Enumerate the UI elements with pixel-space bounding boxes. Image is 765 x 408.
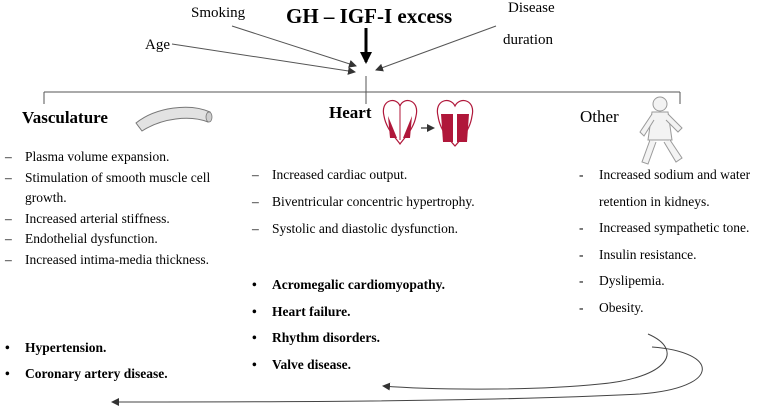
list-marker: –: [5, 169, 12, 185]
factor-disease-duration-line2: duration: [503, 32, 553, 48]
heart-outcomes-list: • Acromegalic cardiomyopathy. • Heart failu…: [250, 278, 445, 384]
list-item-text: retention in kidneys.: [599, 193, 710, 209]
list-item: growth.: [3, 191, 210, 212]
list-item-text: Endothelial dysfunction.: [25, 231, 158, 246]
list-item-text: Systolic and diastolic dysfunction.: [272, 221, 458, 236]
list-item-text: Stimulation of smooth muscle cell: [25, 169, 211, 185]
list-item-text: growth.: [25, 190, 67, 205]
list-item-text: Increased intima-media thickness.: [25, 251, 210, 267]
list-marker: •: [5, 340, 10, 355]
list-item-text: Obesity.: [599, 299, 644, 315]
list-item: –Increased intima-media thickness.: [3, 251, 210, 274]
list-marker: •: [5, 366, 10, 381]
list-item-text: Biventricular concentric hypertrophy.: [272, 194, 475, 209]
list-item: –Biventricular concentric hypertrophy.: [250, 195, 475, 222]
heart-icon: [382, 99, 474, 147]
list-item-text: Coronary artery disease.: [25, 366, 168, 381]
factor-disease-duration-line1: Disease: [508, 0, 555, 16]
list-item-text: Increased sympathetic tone.: [599, 220, 750, 235]
arrow-smoking: [231, 25, 357, 68]
list-marker: –: [252, 194, 259, 209]
list-item-text: Valve disease.: [272, 356, 352, 372]
factor-smoking: Smoking: [191, 5, 246, 21]
outcome-item: • Valve disease.: [250, 356, 445, 385]
list-item-text: Hypertension.: [25, 340, 107, 355]
list-item-text: Increased cardiac output.: [272, 167, 408, 182]
feedback-arrow-heart: [382, 333, 668, 391]
outcome-item: • Coronary artery disease.: [3, 367, 168, 393]
outcome-item: • Hypertension.: [3, 341, 168, 367]
list-item: -Insulin resistance.: [577, 246, 750, 275]
list-item: retention in kidneys.: [577, 193, 750, 222]
human-body-icon: [639, 96, 683, 165]
heart-mechanisms-list: –Increased cardiac output.–Biventricular…: [250, 168, 475, 249]
list-item: -Obesity.: [577, 299, 750, 328]
list-item: –Increased cardiac output.: [250, 168, 475, 195]
list-item-text: Plasma volume expansion.: [25, 149, 170, 164]
vasculature-mechanisms-list: –Plasma volume expansion.–Stimulation of…: [3, 150, 210, 273]
heading-vasculature: Vasculature: [22, 108, 108, 127]
list-marker: –: [5, 231, 12, 246]
list-item-text: Increased sodium and water: [599, 167, 751, 182]
list-item-text: Increased arterial stiffness.: [25, 210, 170, 226]
list-marker: •: [252, 356, 257, 372]
list-item: –Endothelial dysfunction.: [3, 232, 210, 253]
arrow-age: [171, 43, 356, 75]
main-title: GH – IGF-I excess: [286, 4, 453, 28]
list-item-text: Rhythm disorders.: [272, 330, 381, 345]
list-item-text: Insulin resistance.: [599, 246, 697, 262]
list-item: –Stimulation of smooth muscle cell: [3, 169, 211, 192]
outcome-item: • Rhythm disorders.: [250, 331, 445, 358]
list-marker: –: [5, 251, 12, 267]
list-marker: -: [579, 273, 584, 288]
list-marker: •: [252, 303, 257, 319]
list-item: -Increased sympathetic tone.: [577, 221, 750, 248]
vessel-icon: [135, 106, 213, 132]
list-marker: -: [579, 299, 584, 315]
list-item: –Plasma volume expansion.: [3, 150, 210, 171]
list-marker: •: [252, 330, 257, 345]
list-marker: -: [579, 220, 584, 235]
list-marker: -: [579, 246, 584, 262]
list-item: –Increased arterial stiffness.: [3, 210, 210, 233]
list-item: –Systolic and diastolic dysfunction.: [250, 222, 475, 249]
list-marker: –: [252, 221, 259, 236]
factor-age: Age: [145, 37, 170, 53]
heading-other: Other: [580, 107, 619, 126]
vasculature-outcomes-list: • Hypertension. • Coronary artery disease.: [3, 341, 168, 393]
list-marker: -: [579, 167, 584, 182]
list-marker: –: [5, 210, 12, 226]
list-marker: –: [5, 149, 12, 164]
list-item: -Increased sodium and water: [577, 168, 750, 195]
heading-heart: Heart: [329, 103, 372, 122]
list-item-text: Dyslipemia.: [599, 273, 665, 288]
outcome-item: • Acromegalic cardiomyopathy.: [250, 278, 445, 305]
list-marker: •: [252, 277, 257, 292]
outcome-item: • Heart failure.: [250, 303, 445, 332]
list-marker: –: [252, 167, 259, 182]
list-item-text: Heart failure.: [272, 303, 351, 319]
feedback-arrow-vasculature: [111, 346, 703, 406]
list-item-text: Acromegalic cardiomyopathy.: [272, 277, 445, 292]
list-item: -Dyslipemia.: [577, 274, 750, 301]
arrow-disease-duration: [375, 25, 497, 72]
